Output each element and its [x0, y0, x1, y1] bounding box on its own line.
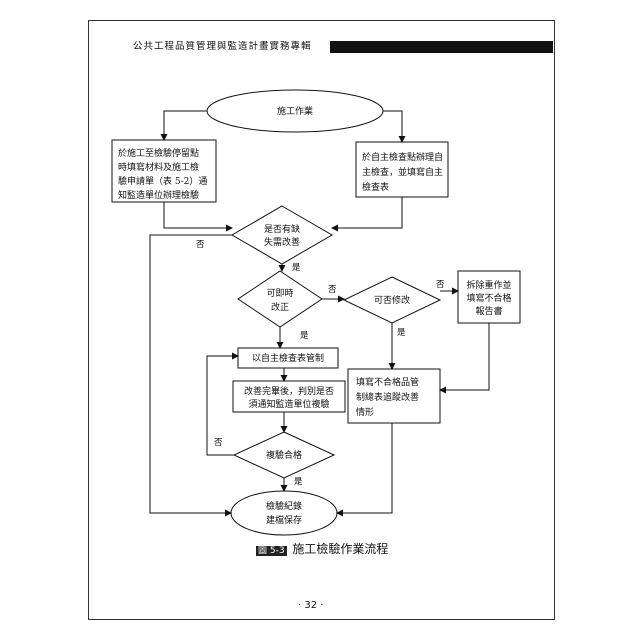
left-box-line-3: 驗申請單（表 5-2）通 [118, 175, 207, 187]
header-title: 公共工程品質管理與監造計畫實務專輯 [133, 41, 330, 53]
defect-line-1: 是否有缺 [264, 223, 300, 235]
defect-line-2: 失需改善 [264, 236, 300, 248]
rework-line-1: 拆除重作並 [466, 279, 511, 291]
end-ellipse [230, 490, 338, 536]
immediate-line-2: 改正 [271, 301, 289, 313]
improve-line-1: 改善完畢後，判別是否 [244, 385, 334, 397]
improve-box [232, 380, 346, 413]
track-line-3: 情形 [356, 406, 374, 418]
page-number: · 32 · [298, 600, 324, 611]
left-box [111, 139, 217, 203]
label-yes-modify: 是 [397, 328, 406, 338]
label-yes-defect: 是 [292, 263, 301, 273]
immediate-line-1: 可即時 [266, 288, 293, 299]
label-yes-immediate: 是 [300, 331, 309, 341]
right-box [355, 141, 449, 198]
right-box-line-3: 檢查表 [362, 181, 389, 193]
track-box [347, 368, 441, 424]
rework-box [457, 270, 521, 324]
header-bar: 公共工程品質管理與監造計畫實務專輯 [133, 41, 553, 53]
rework-line-2: 填寫不合格 [466, 292, 511, 304]
figure-title: 施工檢驗作業流程 [292, 542, 389, 556]
label-no-recheck: 否 [214, 438, 223, 448]
modify-text: 可否修改 [374, 294, 410, 306]
start-text: 施工作業 [277, 105, 313, 117]
label-no-modify: 否 [436, 280, 445, 290]
rework-line-3: 報告書 [475, 305, 502, 317]
label-yes-recheck: 是 [294, 477, 303, 487]
figure-caption: 圖 5-3 施工檢驗作業流程 [256, 540, 388, 557]
left-box-line-4: 知監造單位辦理檢驗 [118, 189, 199, 201]
recheck-text: 複驗合格 [266, 449, 302, 461]
decision-defect [231, 205, 333, 265]
self-check-text: 以自主檢查表管制 [252, 352, 324, 364]
track-line-2: 制總表追蹤改善 [356, 391, 419, 403]
end-line-1: 檢驗紀錄 [266, 500, 302, 512]
decision-immediate [237, 270, 323, 328]
label-no-defect: 否 [196, 240, 205, 250]
left-box-line-1: 於施工至檢驗停留點 [118, 147, 199, 159]
label-no-immediate: 否 [328, 285, 337, 295]
right-box-line-2: 主檢查，並填寫自主 [362, 166, 443, 178]
right-box-line-1: 於自主檢查點辦理自 [362, 151, 443, 163]
track-line-1: 填寫不合格品管 [356, 376, 419, 388]
end-line-2: 建檔保存 [266, 514, 302, 526]
figure-number: 圖 5-3 [256, 546, 287, 556]
improve-line-2: 須通知監造單位複驗 [248, 398, 329, 410]
left-box-line-2: 時填寫材料及施工檢 [118, 161, 199, 173]
